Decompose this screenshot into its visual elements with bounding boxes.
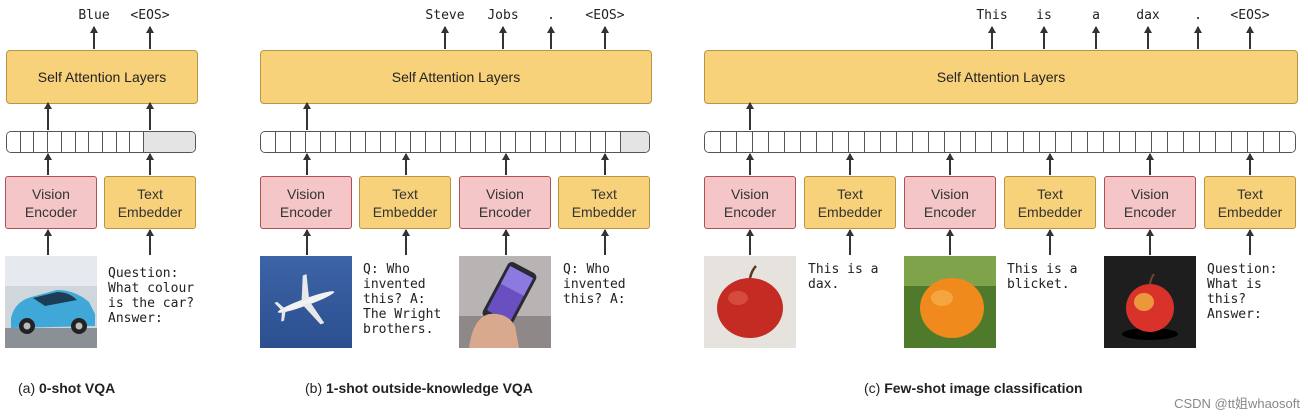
arrow-up-icon (146, 26, 153, 49)
arrow-up-icon (601, 26, 608, 49)
output-token: . (547, 8, 555, 23)
arrow-up-icon (746, 102, 753, 130)
output-token: <EOS> (130, 8, 170, 23)
output-token: a (1092, 8, 1100, 23)
arrow-up-icon (44, 102, 51, 130)
arrow-up-icon (946, 229, 953, 255)
arrow-up-icon (303, 229, 310, 255)
output-token: Steve (425, 8, 465, 23)
token-sequence (704, 131, 1296, 153)
airplane-photo (260, 256, 352, 348)
arrow-up-icon (441, 26, 448, 49)
arrow-up-icon (1246, 26, 1253, 49)
arrow-up-icon (90, 26, 97, 49)
arrow-up-icon (1246, 153, 1253, 175)
orange-photo (904, 256, 996, 348)
input-question-text: Q: Who invented this? A: (563, 262, 626, 307)
output-token: <EOS> (585, 8, 625, 23)
arrow-up-icon (1146, 229, 1153, 255)
output-token: dax (1136, 8, 1160, 23)
self-attention-layers: Self Attention Layers (704, 50, 1298, 104)
input-context-text: Q: Who invented this? A: The Wright brot… (363, 262, 442, 337)
input-context-text: This is a blicket. (1007, 262, 1078, 292)
input-question-text: Question: What is this? Answer: (1207, 262, 1278, 322)
arrow-up-icon (946, 153, 953, 175)
arrow-up-icon (1040, 26, 1047, 49)
arrow-up-icon (402, 229, 409, 255)
arrow-up-icon (746, 229, 753, 255)
token-sequence (6, 131, 196, 153)
arrow-up-icon (303, 153, 310, 175)
arrow-up-icon (1046, 153, 1053, 175)
arrow-up-icon (1246, 229, 1253, 255)
caption-c: (c) Few-shot image classification (864, 380, 1083, 396)
arrow-up-icon (1092, 26, 1099, 49)
arrow-up-icon (1144, 26, 1151, 49)
caption-b: (b) 1-shot outside-knowledge VQA (305, 380, 533, 396)
arrow-up-icon (1146, 153, 1153, 175)
apple-photo (1104, 256, 1196, 348)
arrow-up-icon (499, 26, 506, 49)
arrow-up-icon (1046, 229, 1053, 255)
arrow-up-icon (846, 153, 853, 175)
phone-photo (459, 256, 551, 348)
arrow-up-icon (746, 153, 753, 175)
arrow-up-icon (846, 229, 853, 255)
self-attention-layers: Self Attention Layers (6, 50, 198, 104)
apple-photo (704, 256, 796, 348)
output-token: <EOS> (1230, 8, 1270, 23)
arrow-up-icon (547, 26, 554, 49)
arrow-up-icon (303, 102, 310, 130)
arrow-up-icon (146, 102, 153, 130)
watermark: CSDN @tt姐whaosoft (1174, 396, 1300, 411)
caption-a: (a) 0-shot VQA (18, 380, 116, 396)
arrow-up-icon (502, 229, 509, 255)
input-question-text: Question: What colour is the car? Answer… (108, 266, 195, 326)
arrow-up-icon (988, 26, 995, 49)
output-token: Blue (78, 8, 110, 23)
output-token: Jobs (487, 8, 519, 23)
token-sequence (260, 131, 650, 153)
arrow-up-icon (502, 153, 509, 175)
arrow-up-icon (146, 153, 153, 175)
arrow-up-icon (44, 153, 51, 175)
self-attention-layers: Self Attention Layers (260, 50, 652, 104)
arrow-up-icon (1194, 26, 1201, 49)
car-photo (5, 256, 97, 348)
output-token: is (1036, 8, 1052, 23)
input-context-text: This is a dax. (808, 262, 879, 292)
output-token: . (1194, 8, 1202, 23)
arrow-up-icon (402, 153, 409, 175)
arrow-up-icon (601, 153, 608, 175)
arrow-up-icon (601, 229, 608, 255)
output-token: This (976, 8, 1008, 23)
arrow-up-icon (44, 229, 51, 255)
arrow-up-icon (146, 229, 153, 255)
